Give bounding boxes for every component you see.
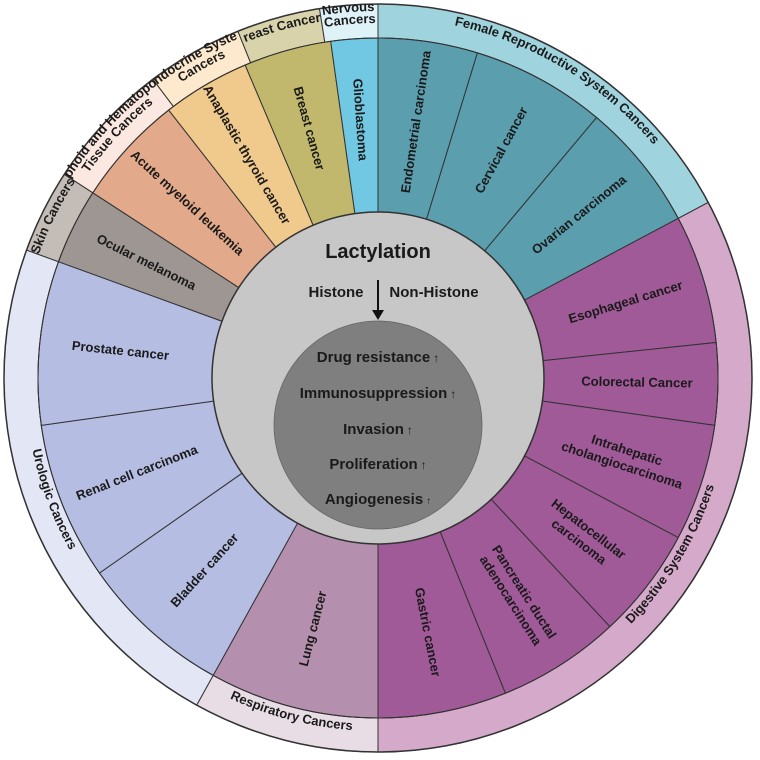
up-arrow-icon: ↑ bbox=[407, 423, 413, 437]
effect-label: Drug resistance bbox=[317, 349, 430, 366]
up-arrow-icon: ↑ bbox=[433, 351, 439, 365]
cancer-label: Colorectal Cancer bbox=[581, 374, 693, 391]
effect-immunosuppression: Immunosuppression↑ bbox=[300, 385, 457, 402]
effect-label: Invasion bbox=[343, 421, 404, 438]
group-label-cns: Cancers bbox=[323, 11, 376, 30]
histone-label: Histone bbox=[308, 284, 363, 301]
center-hub: Lactylation Histone Non-Histone Drug res… bbox=[211, 211, 545, 545]
effect-proliferation: Proliferation ↑ bbox=[329, 456, 426, 473]
up-arrow-icon: ↑ bbox=[421, 458, 427, 472]
cancer-label: Glioblastoma bbox=[350, 78, 371, 162]
effect-drug-resistance: Drug resistance↑ bbox=[317, 349, 439, 366]
effect-angiogenesis: Angiogenesis↑ bbox=[325, 491, 431, 508]
up-arrow-icon: ↑ bbox=[426, 496, 431, 507]
effect-label: Angiogenesis bbox=[325, 491, 423, 508]
effect-label: Proliferation bbox=[329, 456, 417, 473]
non-histone-label: Non-Histone bbox=[389, 284, 478, 301]
center-title: Lactylation bbox=[325, 241, 431, 263]
effects-list: Drug resistance↑ Immunosuppression↑ Inva… bbox=[300, 349, 457, 508]
effect-invasion: Invasion↑ bbox=[343, 421, 413, 438]
down-arrow-icon bbox=[372, 280, 384, 320]
center-effects-disc bbox=[273, 320, 483, 530]
group-label-cns: Central Nervous System bbox=[0, 0, 378, 19]
effect-label: Immunosuppression bbox=[300, 385, 448, 402]
up-arrow-icon: ↑ bbox=[450, 387, 456, 401]
